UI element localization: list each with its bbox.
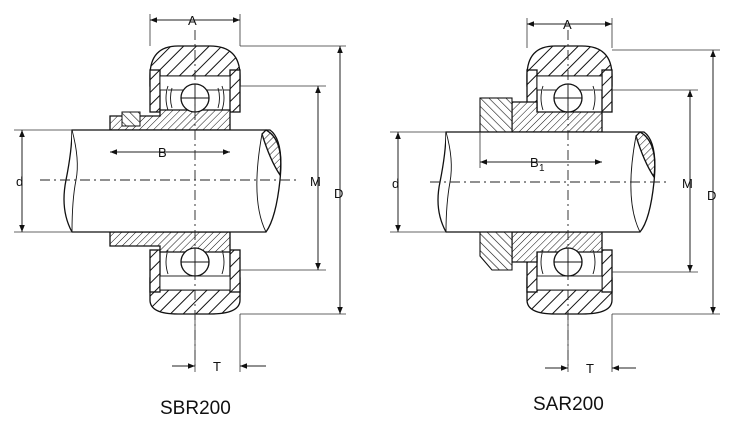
sbr-shaft-end-hatch [261,129,282,177]
sbr-upper-tire-body-r [229,69,241,113]
sbr-lower-inner-ring [109,231,231,253]
sbr-caption: SBR200 [160,398,231,419]
sbr-upper-tire-body [149,69,161,113]
sbr200-drawing: A B d M D T SBR200 [14,13,346,419]
sar-lower-outer-race [536,275,603,291]
sbr-label-b: B [158,145,167,160]
sar-label-d-small: d [392,176,399,191]
sar-caption: SAR200 [533,394,604,415]
sar-label-a: A [563,17,572,32]
sar-upper-locking-collar [479,97,513,133]
sar-lower-locking-collar [479,231,513,271]
sbr-shaft [63,129,282,233]
sbr-label-m: M [310,174,321,189]
sar-label-d-large: D [707,188,716,203]
sbr-label-t: T [213,359,221,374]
sar-label-b1-subscript: 1 [539,163,545,174]
sar-label-m: M [682,176,693,191]
sbr-label-a: A [188,13,197,28]
sar-label-t: T [586,361,594,376]
sar-label-b1: B [530,155,539,170]
sbr-set-screw [121,111,141,127]
sbr-label-d-large: D [334,186,343,201]
sar-shaft-end-hatch [635,131,656,179]
sbr-label-d-small: d [16,174,23,189]
sar200-drawing: A B 1 d M D T SAR200 [390,17,720,415]
